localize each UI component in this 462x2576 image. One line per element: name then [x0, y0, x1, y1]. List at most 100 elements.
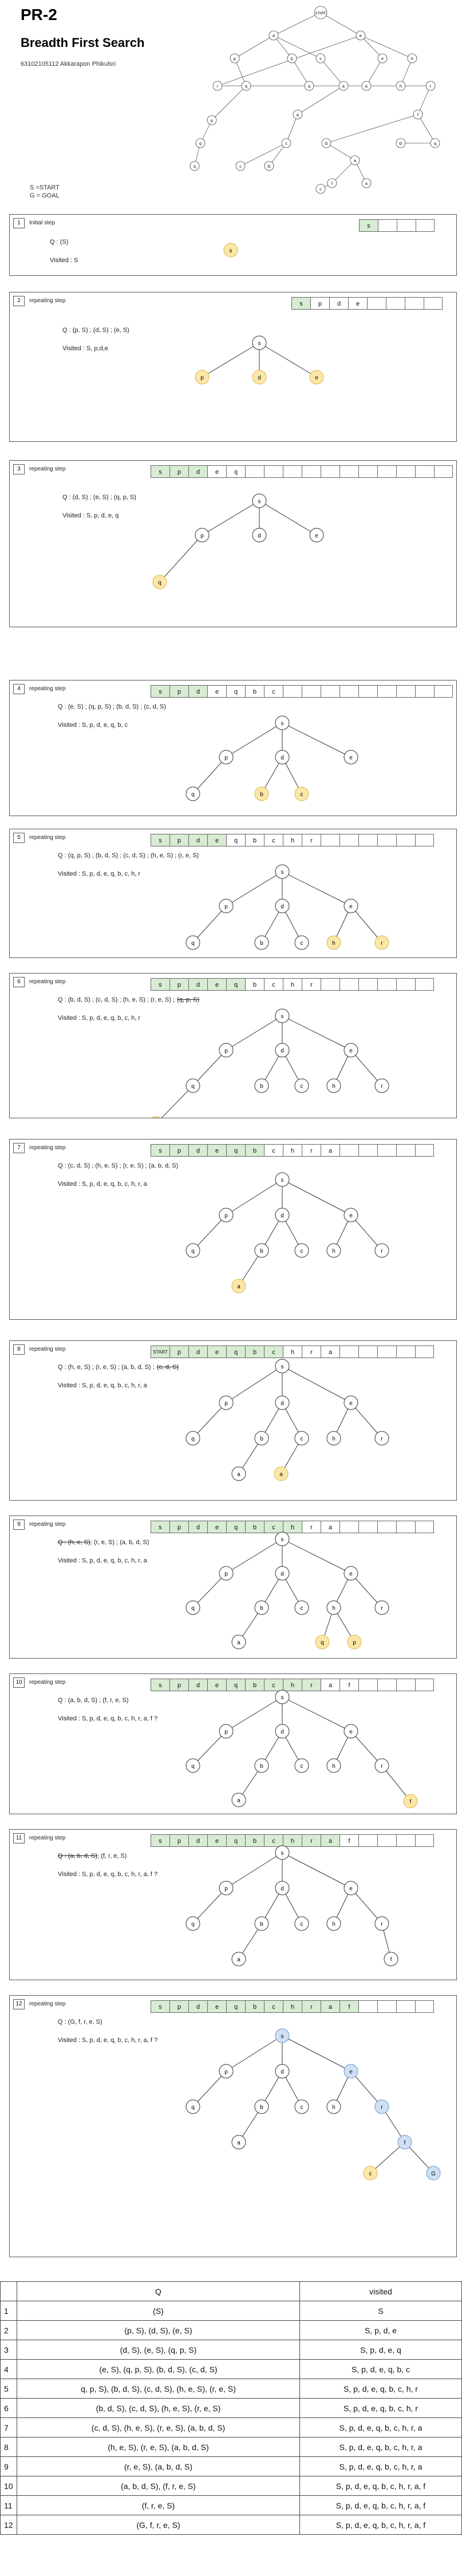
tree-edge: [192, 1888, 227, 1924]
sequence-cell: [264, 465, 283, 478]
tree-node: p: [219, 750, 234, 765]
svg-text:d: d: [281, 1048, 284, 1054]
visited-text: Visited : S: [50, 257, 78, 264]
step-number: 7: [13, 1143, 25, 1153]
tree-edge: [350, 1888, 382, 1924]
tree-node: r: [374, 1243, 389, 1258]
sequence-cell: c: [264, 1144, 283, 1157]
svg-text:a: a: [237, 1798, 240, 1804]
sequence-cell: [415, 685, 434, 698]
svg-text:p: p: [224, 1729, 228, 1735]
svg-text:b: b: [260, 1436, 263, 1442]
sequence-cell: c: [264, 685, 283, 698]
table-cell-num: 9: [0, 2456, 17, 2476]
sequence-cell: p: [169, 834, 188, 846]
sequence-cell: [358, 2000, 377, 2013]
queue-text: Q : (p, S) ; (d, S) ; (e, S): [62, 327, 129, 334]
sequence-cell: [377, 978, 396, 991]
sequence-cell: [302, 685, 321, 698]
sequence-cell: b: [245, 2000, 264, 2013]
tree-node: e: [343, 1208, 358, 1222]
svg-text:q: q: [191, 1763, 195, 1770]
step-number: 10: [13, 1677, 25, 1688]
svg-text:h: h: [332, 1248, 335, 1255]
sequence-cell: q: [226, 1144, 245, 1157]
sequence-cell: [378, 219, 397, 232]
tree-edge: [259, 342, 317, 378]
sequence-cell: p: [169, 1679, 188, 1691]
sequence-cell: p: [310, 297, 329, 310]
sequence-cell: [415, 2000, 434, 2013]
tree-node: d: [275, 1881, 290, 1896]
sequence-cell: d: [188, 465, 207, 478]
sequence-cell: [415, 1679, 434, 1691]
tree-node: d: [252, 370, 267, 385]
table-cell-q: (d, S), (e, S), (q, p, S): [17, 2340, 300, 2360]
svg-text:e: e: [360, 34, 362, 38]
sequence-cell: p: [169, 978, 188, 991]
tree-edge: [226, 1852, 283, 1889]
tree-node: e: [309, 370, 324, 385]
tree-node: s: [275, 2028, 290, 2043]
svg-text:p: p: [224, 2069, 228, 2075]
tree-node: a: [231, 2135, 246, 2150]
tree-node: e: [343, 1566, 358, 1581]
svg-text:d: d: [281, 1886, 284, 1892]
tree-node: s: [252, 493, 267, 508]
queue-main: Q : (e, S) ; (q, p, S) ; (b, d, S) ; (c,…: [58, 703, 166, 710]
tree-edge: [192, 1402, 227, 1439]
svg-text:e: e: [315, 533, 318, 539]
svg-text:d: d: [258, 533, 261, 539]
tree-edge: [282, 1366, 352, 1403]
legend-start: S =START: [30, 184, 60, 191]
tree-node: q: [185, 935, 200, 950]
sequence-cell: s: [151, 2000, 169, 2013]
svg-text:c: c: [319, 188, 322, 192]
tree-edge: [350, 1402, 382, 1439]
tree-node: r: [374, 1431, 389, 1446]
table-cell-v: S, p, d, e, q, b, c, h, r: [299, 2379, 462, 2399]
svg-text:a: a: [365, 182, 368, 186]
sequence-cell: p: [169, 1346, 188, 1358]
svg-text:s: s: [258, 498, 261, 505]
svg-text:f: f: [417, 113, 418, 117]
visited-sequence: s: [359, 219, 435, 232]
queue-rest: ; (r, e, S) ; (a, b, d, S): [90, 1539, 149, 1546]
sequence-cell: h: [283, 1834, 302, 1847]
svg-text:s: s: [281, 1537, 284, 1543]
svg-text:p: p: [224, 1048, 228, 1054]
tree-node: e: [343, 1724, 358, 1739]
svg-text:d: d: [281, 1213, 284, 1219]
tree-node: r: [212, 81, 223, 91]
tree-node: s: [252, 335, 267, 350]
tree-node: e: [343, 750, 358, 765]
tree-node: c: [294, 1431, 309, 1446]
svg-text:b: b: [260, 1763, 263, 1770]
table-row: 7(c, d, S), (h, e, S), (r, e, S), (a, b,…: [0, 2417, 462, 2437]
step-number: 3: [13, 464, 25, 474]
sequence-cell: a: [321, 2000, 339, 2013]
queue-struck: (q, p, S): [177, 996, 200, 1003]
svg-text:c: c: [301, 1436, 303, 1442]
step-number: 6: [13, 977, 25, 987]
tree-node: q: [293, 109, 303, 120]
svg-text:c: c: [369, 2171, 372, 2177]
svg-text:q: q: [191, 1921, 195, 1928]
tree-node: r: [374, 1078, 389, 1093]
tree-edge: [350, 1214, 382, 1251]
sequence-cell: c: [264, 834, 283, 846]
table-cell-v: S, p, d, e, q, b, c, h, r, a, f: [299, 2495, 462, 2515]
sequence-cell: p: [169, 1521, 188, 1533]
svg-text:p: p: [224, 904, 228, 910]
svg-text:f: f: [404, 2140, 406, 2146]
step-tree: s: [223, 243, 238, 258]
tree-node: d: [275, 1566, 290, 1581]
